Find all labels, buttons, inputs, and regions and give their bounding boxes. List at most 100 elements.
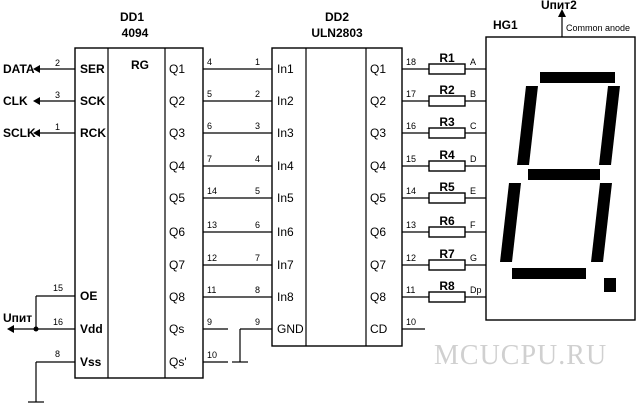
dd1-left-pins: SER 2 DATA SCK 3 CLK RCK 1 SCLK OE 15 Vd… bbox=[3, 58, 106, 403]
dd2-input-label: In4 bbox=[277, 159, 294, 173]
dd1-output-number: 14 bbox=[207, 186, 217, 196]
resistor-body bbox=[428, 63, 466, 75]
dd2-output-label: CD bbox=[370, 322, 388, 336]
segment-label: E bbox=[470, 186, 476, 196]
resistor-label: R4 bbox=[439, 148, 455, 162]
dd1-designator: DD1 bbox=[120, 10, 144, 24]
dd1-output-label: Qs bbox=[169, 322, 184, 336]
dd2-part: ULN2803 bbox=[311, 26, 363, 40]
dd1-output-label: Q3 bbox=[169, 126, 185, 140]
supply-arrow-icon bbox=[7, 325, 14, 333]
vdd-junction-dot bbox=[33, 326, 39, 332]
dd2-input-label: In3 bbox=[277, 126, 294, 140]
segment-a bbox=[540, 72, 615, 83]
dd1-output-label: Q6 bbox=[169, 225, 185, 239]
dd1-output-number: 11 bbox=[207, 285, 216, 295]
hg1-designator: HG1 bbox=[493, 18, 518, 32]
dd1-pin-vdd-number: 16 bbox=[53, 317, 63, 327]
hg1-anode-label: Common anode bbox=[566, 23, 630, 33]
resistor-label: R6 bbox=[439, 214, 455, 228]
dd2-input-number: 3 bbox=[255, 121, 260, 131]
dd1-output-number: 9 bbox=[207, 317, 212, 327]
dd2-input-number: 2 bbox=[255, 89, 260, 99]
dd1-output-number: 4 bbox=[207, 57, 212, 67]
dd1-pin-ser-number: 2 bbox=[55, 58, 60, 68]
watermark: MCUCPU.RU bbox=[434, 340, 607, 371]
segment-label: D bbox=[470, 154, 477, 164]
dd2-output-number: 15 bbox=[406, 154, 416, 164]
dd1-pin-sck-label: SCK bbox=[80, 94, 106, 108]
resistor-body bbox=[428, 291, 466, 303]
dd1-pin-sck-number: 3 bbox=[55, 90, 60, 100]
segment-b bbox=[599, 86, 620, 165]
dd1-output-label: Q1 bbox=[169, 62, 185, 76]
segment-d bbox=[512, 268, 586, 279]
dd1-pin-rck-label: RCK bbox=[80, 126, 106, 140]
dd2-output-number: 14 bbox=[406, 186, 416, 196]
dd1-pin-vss-number: 8 bbox=[55, 349, 60, 359]
sclk-signal-label: SCLK bbox=[3, 126, 36, 140]
dd2-input-number: 6 bbox=[255, 220, 260, 230]
dd1-output-label: Q8 bbox=[169, 290, 185, 304]
segment-g bbox=[528, 169, 600, 180]
segment-label: C bbox=[470, 121, 477, 131]
resistor-label: R5 bbox=[439, 180, 455, 194]
segment-f bbox=[517, 86, 538, 165]
dd2-input-number: 7 bbox=[255, 253, 260, 263]
data-arrow-icon bbox=[33, 65, 40, 73]
dd1-output-label: Q2 bbox=[169, 94, 185, 108]
dd2-input-label: In8 bbox=[277, 290, 294, 304]
resistor-label: R2 bbox=[439, 83, 455, 97]
dd1-output-label: Qs' bbox=[169, 355, 187, 369]
dd1-output-number: 10 bbox=[207, 350, 217, 360]
segment-e bbox=[500, 183, 521, 262]
segment-dp bbox=[604, 278, 616, 292]
hg1-supply-label: Uпит2 bbox=[541, 0, 577, 12]
segment-label: Dp bbox=[470, 285, 482, 295]
dd2-input-label: In2 bbox=[277, 94, 294, 108]
dd2-output-label: Q1 bbox=[370, 62, 386, 76]
segment-c bbox=[591, 183, 612, 262]
dd2-output-number: 10 bbox=[406, 317, 416, 327]
resistor-body bbox=[428, 192, 466, 204]
resistor-body bbox=[428, 127, 466, 139]
dd1-pin-oe-label: OE bbox=[80, 289, 97, 303]
sclk-arrow-icon bbox=[33, 129, 40, 137]
resistor-label: R1 bbox=[439, 51, 455, 65]
segment-label: B bbox=[470, 89, 476, 99]
dd2-input-number: 9 bbox=[255, 317, 260, 327]
segment-label: G bbox=[470, 253, 477, 263]
dd2-output-number: 17 bbox=[406, 89, 416, 99]
dd1-pin-vss-label: Vss bbox=[80, 355, 102, 369]
dd1-pin-ser-label: SER bbox=[80, 62, 105, 76]
dd2-input-label: In5 bbox=[277, 191, 294, 205]
clk-signal-label: CLK bbox=[3, 94, 28, 108]
dd2-input-label: In7 bbox=[277, 258, 294, 272]
supply-signal-label: Uпит bbox=[3, 311, 32, 325]
dd2-designator: DD2 bbox=[325, 10, 349, 24]
dd2-input-number: 5 bbox=[255, 186, 260, 196]
resistor-body bbox=[428, 259, 466, 271]
dd2-output-label: Q6 bbox=[370, 225, 386, 239]
dd2-output-number: 16 bbox=[406, 121, 416, 131]
dd2-output-number: 13 bbox=[406, 220, 416, 230]
dd2-output-label: Q7 bbox=[370, 258, 386, 272]
resistor-label: R8 bbox=[439, 279, 455, 293]
dd1-pin-rck-number: 1 bbox=[55, 122, 60, 132]
dd2-output-label: Q8 bbox=[370, 290, 386, 304]
resistor-body bbox=[428, 160, 466, 172]
supply-up-arrow-icon bbox=[558, 9, 566, 17]
clk-arrow-icon bbox=[33, 97, 40, 105]
dd1-output-label: Q4 bbox=[169, 159, 185, 173]
data-signal-label: DATA bbox=[3, 62, 35, 76]
dd1-output-number: 5 bbox=[207, 89, 212, 99]
dd2-output-label: Q5 bbox=[370, 191, 386, 205]
dd1-output-label: Q7 bbox=[169, 258, 185, 272]
segment-label: F bbox=[470, 220, 476, 230]
seven-segment-digit bbox=[500, 72, 620, 292]
